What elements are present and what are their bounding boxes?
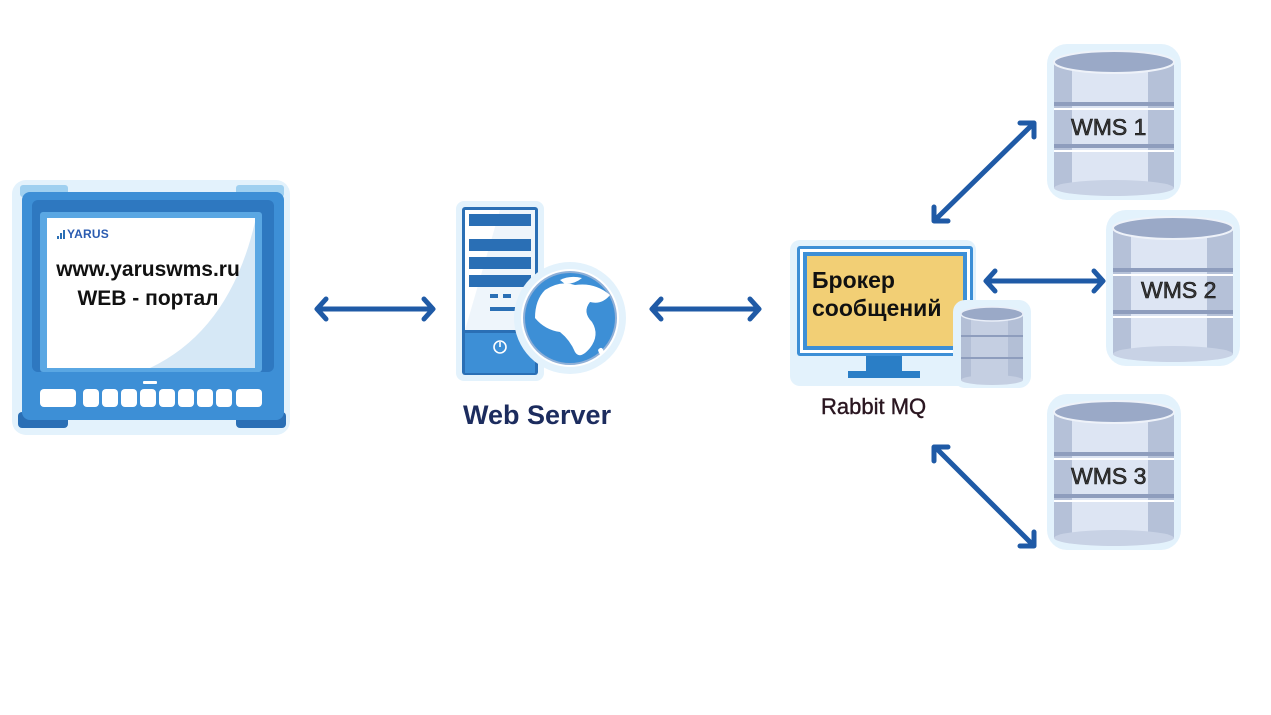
broker-screen-line1: Брокер: [812, 267, 895, 293]
arrow-broker-wms2: [983, 268, 1106, 294]
arrow-portal-webserver: [314, 296, 436, 322]
broker-screen-line2: сообщений: [812, 295, 942, 321]
arrow-broker-wms3: [931, 444, 1037, 549]
yarus-logo: YARUS: [67, 227, 109, 241]
web-server-label: Web Server: [463, 400, 612, 430]
rabbit-mq-label: Rabbit MQ: [821, 394, 927, 419]
portal-url: www.yaruswms.ru: [56, 258, 240, 281]
arrow-broker-wms1: [931, 120, 1037, 224]
portal-title: WEB - портал: [77, 287, 219, 310]
wms-2-label: WMS 2: [1141, 277, 1217, 304]
arrow-webserver-broker: [649, 296, 762, 322]
wms-1-label: WMS 1: [1071, 114, 1147, 141]
wms-3-label: WMS 3: [1071, 463, 1147, 490]
